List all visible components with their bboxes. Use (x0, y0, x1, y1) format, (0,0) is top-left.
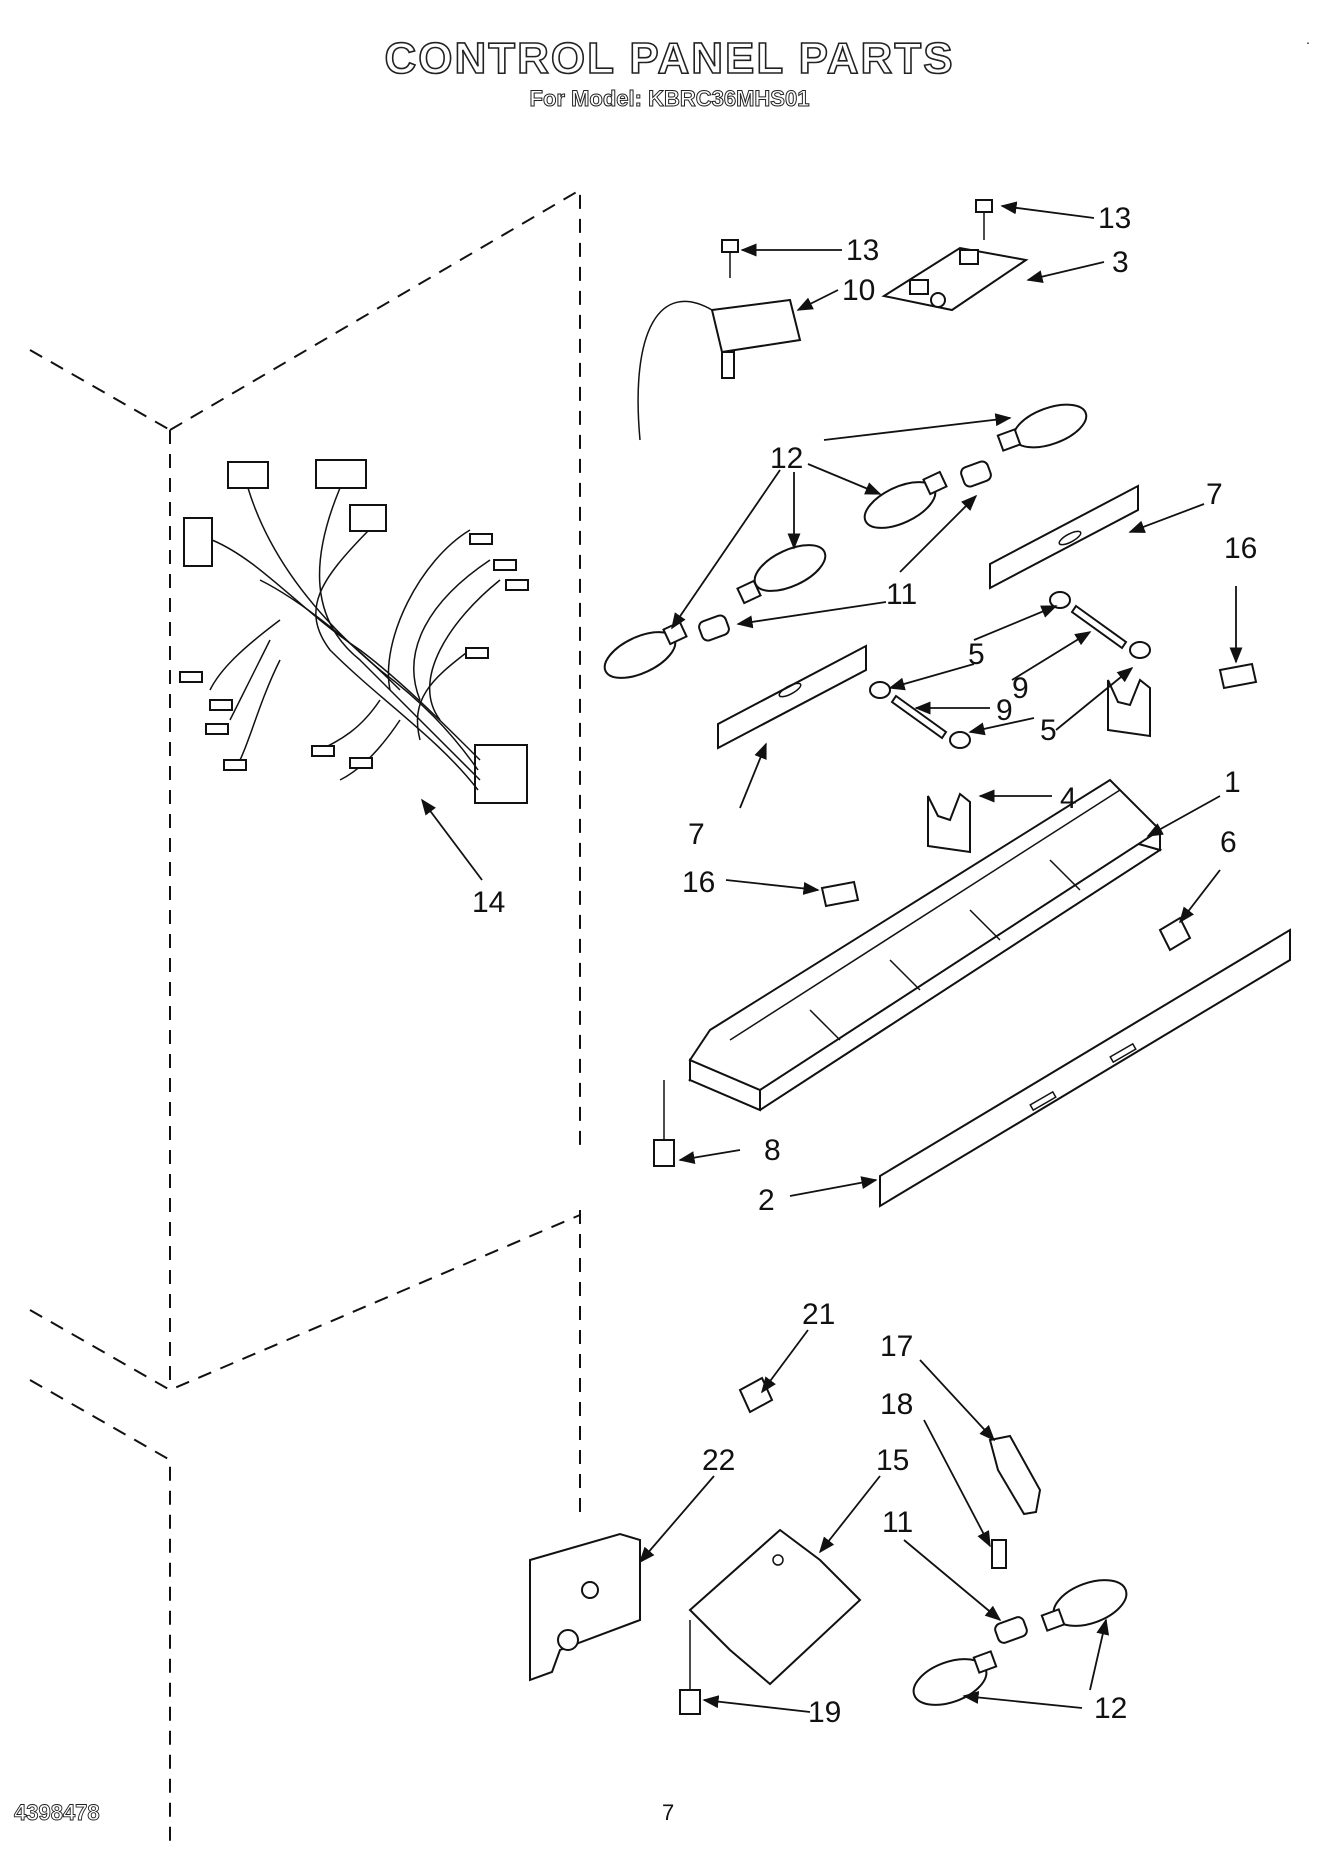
part-6-fastener (1158, 916, 1192, 952)
corner-mark: . (1306, 31, 1310, 47)
bulb-12-a (996, 403, 1088, 452)
callout-8: 8 (764, 1134, 781, 1167)
screw-13-left (721, 239, 739, 278)
callout-13: 13 (846, 234, 879, 267)
leader-lines (421, 201, 1243, 1713)
callout-labels: 13 13 3 10 12 11 7 16 5 9 9 5 4 1 6 7 16… (472, 202, 1257, 1729)
screw-19 (679, 1620, 701, 1715)
lens-7-upper (989, 484, 1139, 590)
callout-11: 11 (882, 1506, 913, 1539)
callout-18: 18 (880, 1388, 913, 1421)
bulb-12-c (736, 544, 827, 605)
model-subtitle: For Model: KBRC36MHS01 (529, 86, 810, 112)
callout-21: 21 (802, 1298, 835, 1331)
callout-14: 14 (472, 886, 505, 919)
callout-1: 1 (1224, 766, 1241, 799)
screw-13-right (975, 199, 993, 240)
document-number: 4398478 (14, 1800, 101, 1826)
clip-16-b (820, 880, 860, 908)
bracket-4-b (927, 792, 971, 854)
callout-3: 3 (1112, 246, 1129, 279)
part-10-component (637, 298, 802, 441)
bracket-17 (988, 1434, 1042, 1516)
clip-16-a (1218, 662, 1258, 690)
callout-6: 6 (1220, 826, 1237, 859)
callout-17: 17 (880, 1330, 913, 1363)
callout-4: 4 (1060, 782, 1077, 815)
bracket-4-a (1107, 678, 1151, 738)
callout-5: 5 (968, 638, 985, 671)
bulb-12-e (1040, 1579, 1128, 1632)
part-21-fastener (738, 1376, 774, 1414)
bulb-12-f (912, 1650, 998, 1706)
bulb-12-d (603, 620, 688, 679)
control-board-part (881, 246, 1029, 312)
page-number: 7 (662, 1800, 675, 1825)
socket-11-a (960, 460, 992, 488)
trim-strip-part (879, 928, 1291, 1208)
callout-7: 7 (1206, 478, 1223, 511)
callout-16: 16 (682, 866, 715, 899)
control-housing-part (687, 778, 1163, 1112)
callout-7: 7 (688, 818, 705, 851)
rod-9-b (890, 694, 948, 740)
wiring-harness-part (179, 459, 529, 804)
callout-2: 2 (758, 1184, 775, 1217)
grommet-5-b (1129, 641, 1151, 659)
socket-11-b (698, 614, 730, 642)
lens-7-lower (717, 644, 867, 750)
screw-18 (991, 1539, 1007, 1569)
shield-15 (688, 1528, 862, 1686)
callout-19: 19 (808, 1696, 841, 1729)
callout-15: 15 (876, 1444, 909, 1477)
callout-22: 22 (702, 1444, 735, 1477)
callout-16: 16 (1224, 532, 1257, 565)
grommet-5-a (1049, 591, 1071, 609)
callout-5: 5 (1040, 714, 1057, 747)
socket-11-c (994, 1616, 1028, 1644)
callout-12: 12 (770, 442, 803, 475)
screw-8 (653, 1080, 675, 1167)
callout-13: 13 (1098, 202, 1131, 235)
cabinet-outline (29, 188, 581, 1849)
page-title: CONTROL PANEL PARTS (384, 33, 955, 84)
callout-12: 12 (1094, 1692, 1127, 1725)
bracket-22 (529, 1532, 641, 1682)
callout-9: 9 (996, 694, 1013, 727)
grommet-5-c (869, 681, 891, 699)
callout-11: 11 (886, 578, 917, 611)
callout-9: 9 (1012, 672, 1029, 705)
bulb-12-b (863, 470, 948, 529)
callout-10: 10 (842, 274, 875, 307)
rod-9-a (1070, 604, 1128, 650)
grommet-5-d (949, 731, 971, 749)
